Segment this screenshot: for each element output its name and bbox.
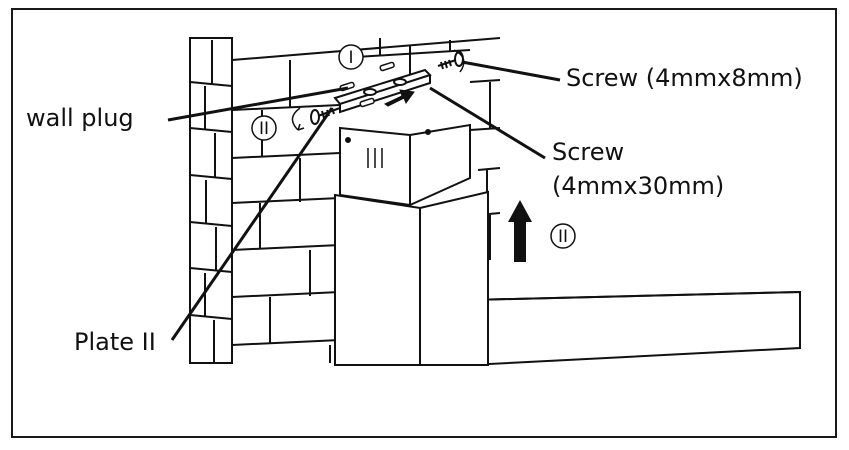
screw-large <box>291 107 341 131</box>
leader-screw-large <box>429 86 546 160</box>
label-screw-small: Screw (4mmx8mm) <box>566 64 803 92</box>
step-marker-top: I <box>338 44 364 70</box>
insert-arrow <box>383 89 415 107</box>
leader-wall-plug <box>167 86 349 122</box>
svg-text:I: I <box>348 48 353 68</box>
label-screw-large-line2: (4mmx30mm) <box>552 172 724 200</box>
label-screw-large-line1: Screw <box>552 138 624 166</box>
slide-up-arrow <box>508 200 532 262</box>
leader-lines <box>167 60 561 341</box>
diagram-frame <box>11 8 837 438</box>
chimney-cover <box>334 123 801 367</box>
svg-text:II: II <box>558 227 568 247</box>
leader-screw-small <box>461 60 561 82</box>
brick-wall <box>189 37 501 364</box>
leader-plate <box>170 107 334 341</box>
step-marker-right: II <box>550 223 576 249</box>
label-plate: Plate II <box>74 328 156 356</box>
screw-small <box>437 49 465 73</box>
mounting-bracket <box>333 68 432 114</box>
step-marker-left: II <box>251 115 277 141</box>
svg-text:II: II <box>259 119 269 139</box>
label-wall-plug: wall plug <box>26 104 134 132</box>
